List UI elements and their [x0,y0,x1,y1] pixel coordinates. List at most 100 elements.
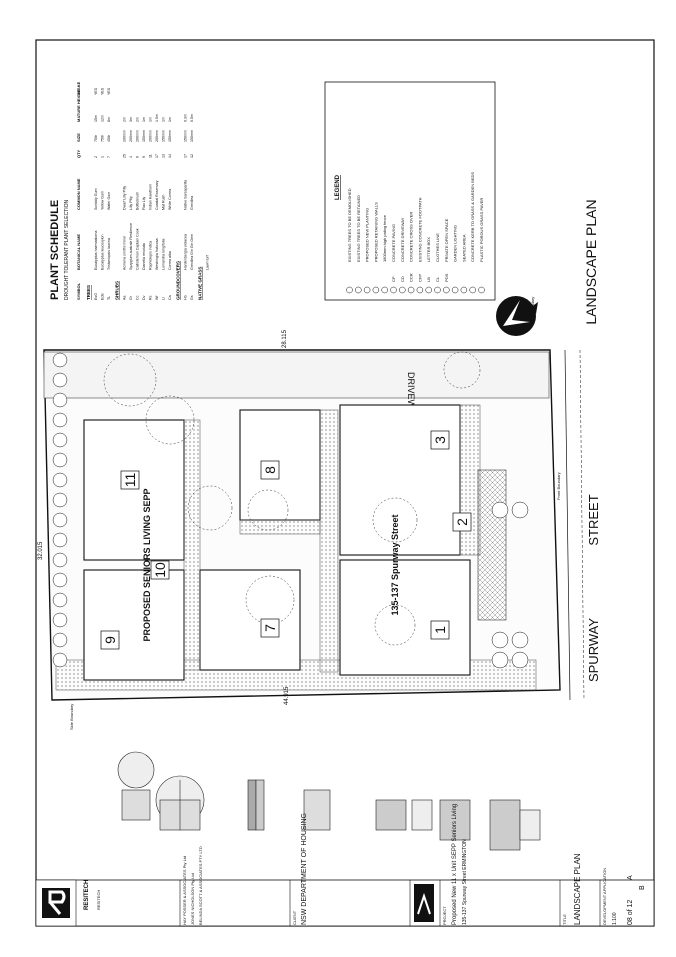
schedule-cell: Ca [168,295,172,300]
schedule-header: QTY [76,149,81,158]
tree-icons [103,351,481,646]
legend-text: PRIVATE OPEN SPACE [444,218,449,262]
unit-number: 10 [150,560,170,580]
legend-item: PLASTIC POROUS GRASS PAVER [478,198,485,294]
schedule-section-title: GROUNDCOVERS [176,261,181,300]
legend-item: SEATED AREA [460,234,468,294]
legend-text: EXISTING CONCRETE FOOTPATH [417,197,422,262]
svg-text:10: 10 [152,562,168,578]
schedule-cell: Indian Hawthorn [149,184,153,210]
legend-text: EXISTING TREES TO BE RETAINED [356,195,361,262]
legend-symbol-icon [390,286,397,294]
unit-number: 11 [120,470,140,490]
table-row: Lawn turf [206,255,210,270]
sheet-number: 08 of 12 [627,900,634,925]
unit-number: 2 [452,512,472,532]
legend-item: CONCRETE KERB TO GRASS & GARDEN BEDS [469,172,476,294]
plant-schedule-subtitle: DROUGHT TOLERANT PLANT SELECTION [64,199,70,300]
dimension-left: 32.015 [38,541,44,560]
schedule-cell: Rs [149,295,153,300]
schedule-cell: Dv [142,295,146,300]
company-name-2: RESITECH [96,890,101,910]
schedule-cell: 1 [101,156,105,158]
schedule-cell: White Correa [168,189,172,210]
consultant-1: HAY POSSER & ASSOCIATES Pty Ltd [182,856,187,925]
legend-item: EXISTING TREES TO BE DEMOLISHED [346,188,353,294]
schedule-cell: 0.5m [190,114,194,122]
schedule-cell: Lilly Pilly [129,196,133,210]
company-name: RESITECH [84,880,90,910]
legend-symbol-icon [425,286,432,294]
street-label-1: SPURWAY [586,618,601,682]
schedule-cell: 6 [136,156,140,158]
footpath-line [579,349,585,701]
legend-symbol-icon [434,286,441,294]
schedule-cell: 150mm [142,130,146,142]
legend-symbol-icon [416,286,424,294]
schedule-cell: 1m [142,117,146,122]
schedule-cell: Dwarf Lilly Pilly [123,186,127,210]
site-plan: DRIVEWAY [38,297,601,730]
legend-code: POS [444,273,449,282]
schedule-cell: EsG [94,293,98,300]
legend-symbol-icon [355,286,362,294]
revision: B [639,885,646,890]
schedule-cell: Westringia fruticosa [155,239,159,271]
schedule-cell: 3m [129,117,133,122]
schedule-cell: Grevillea [190,196,194,210]
legend-item: CCR CONCRETE CROSS OVER [407,212,415,294]
construction-details [117,751,541,851]
legend-symbol-icon [381,286,388,294]
schedule-cell: 12 [190,154,194,158]
legend-text: PROPOSED NEW PLANTING [365,208,370,262]
plant-schedule-title: PLANT SCHEDULE [49,200,61,300]
consultant-3: BELINDA SCOTT & ASSOCIATES PTY LTD [198,846,203,925]
schedule-cell: 75ltr [101,134,105,142]
legend-code: CCR [409,273,414,282]
schedule-cell: 200mm [129,130,133,142]
project-label-tb: PROJECT [442,906,447,925]
schedule-section-title: SHRUBS [115,281,120,300]
legend-text: CONCRETE DRIVEWAY [400,217,405,262]
svg-text:2: 2 [454,518,470,526]
schedule-cell: 7 [107,156,111,158]
schedule-cell: 17 [184,154,188,158]
legend-item: EXISTING TREES TO BE RETAINED [355,195,362,294]
schedule-cell: Tristaniopsis laurina [107,238,111,270]
schedule-cell: 1.5m [155,114,159,122]
schedule-cell: Scribbly Gum [94,188,98,210]
schedule-cell: Flax Lily [142,197,146,210]
legend-item: PROPOSED RETAINING WALLS [372,202,380,294]
legend-title: LEGEND [335,174,341,200]
schedule-cell: 1m [149,117,153,122]
schedule-cell: Hardenbergia violacea [184,234,188,270]
dimension-bottom: 44.915 [284,686,290,705]
schedule-cell: 12m [101,115,105,122]
legend-text: CONCRETE CROSS OVER [409,212,414,262]
plant-schedule: PLANT SCHEDULE DROUGHT TOLERANT PLANT SE… [49,81,210,300]
svg-text:7: 7 [262,624,278,632]
title-block: RESITECH RESITECH HAY POSSER & ASSOCIATE… [35,804,655,927]
schedule-cell: 150mm [184,130,188,142]
front-boundary-label: Front Boundary [556,472,561,500]
schedule-cell: 8m [107,117,111,122]
legend-symbol-icon [346,286,353,294]
legend-code: CL [435,276,440,282]
unit-number: 3 [430,430,450,450]
schedule-cell: Callistemon Captain Cook [136,228,140,270]
schedule-header: MATURE HEIGHT [76,88,81,122]
title-label: TITLE [562,914,567,925]
project-label: PROPOSED SENIORS LIVING SEPP [142,488,152,641]
